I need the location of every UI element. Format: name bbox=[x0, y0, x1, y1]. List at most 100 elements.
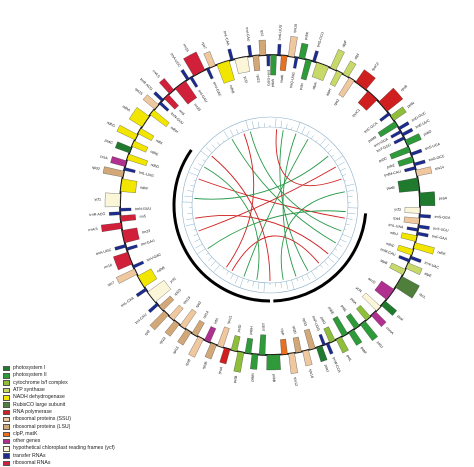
legend-swatch bbox=[3, 402, 10, 408]
gc-tick bbox=[212, 145, 216, 149]
legend-swatch bbox=[3, 395, 10, 401]
gene-label-rpl16: rpl16 bbox=[172, 346, 180, 355]
gene-block-rpoc2 bbox=[356, 70, 376, 90]
gene-block-trnk-uuu bbox=[277, 44, 281, 55]
gene-block-rpl23 bbox=[253, 55, 260, 70]
gc-tick bbox=[195, 239, 200, 242]
legend-swatch bbox=[3, 380, 10, 386]
gene-block-petg bbox=[324, 327, 335, 343]
gc-tick bbox=[217, 142, 220, 145]
gene-block-matk bbox=[280, 55, 287, 70]
gc-track-inner bbox=[192, 127, 348, 283]
gene-label-rps18: rps18 bbox=[308, 369, 314, 379]
gene-block-trns-gcu bbox=[312, 51, 318, 62]
gc-tick bbox=[324, 261, 328, 265]
gene-label-rbcl: rbcL bbox=[418, 292, 426, 299]
gene-block-trni-cau bbox=[247, 45, 252, 56]
gene-label-ycf2: ycf2 bbox=[243, 76, 248, 83]
gc-tick bbox=[348, 196, 353, 197]
gc-tick bbox=[281, 121, 282, 128]
gene-block-rps7 bbox=[204, 51, 216, 67]
gene-label-atpb: atpB bbox=[380, 258, 389, 265]
gc-tick bbox=[258, 122, 259, 128]
gene-label-rpl23: rpl23 bbox=[256, 74, 261, 82]
gene-block-cema bbox=[371, 312, 386, 327]
legend-label: ribosomal proteins (LSU) bbox=[13, 424, 70, 431]
gc-tick bbox=[302, 126, 305, 133]
gene-block-psbz bbox=[398, 156, 414, 166]
gene-label-trni-cau: trnI-CAU bbox=[134, 312, 147, 325]
gene-label-rpl32: rpl32 bbox=[92, 165, 101, 171]
legend-label: hypothetical chloroplast reading frames … bbox=[13, 445, 115, 452]
gene-block-trnl-uaa bbox=[407, 227, 418, 232]
gene-block-trnp-ugg bbox=[319, 334, 326, 345]
gc-tick bbox=[258, 282, 259, 289]
gc-tick bbox=[240, 278, 243, 287]
legend-swatch bbox=[3, 417, 10, 423]
gene-block-petd bbox=[231, 335, 240, 351]
genome-ring-layer: psbAtrnK-UUUmatKrps16trnQ-UUGpsbKpsbItrn… bbox=[88, 24, 451, 387]
gc-tick bbox=[338, 162, 345, 166]
gene-label-rrn23: rrn23 bbox=[142, 229, 151, 235]
gene-block-ndhe bbox=[132, 141, 148, 152]
gene-block-atpi bbox=[343, 61, 356, 77]
gc-tick bbox=[291, 127, 292, 130]
gene-block-ndhh bbox=[150, 110, 169, 127]
gene-block-psbf bbox=[349, 330, 362, 346]
gene-block-rpl14 bbox=[192, 320, 204, 336]
gene-block-rpl32 bbox=[103, 167, 124, 177]
gene-block-trny-gua bbox=[391, 130, 402, 138]
gene-label-petd: petD bbox=[237, 324, 243, 333]
gene-label-psbd: psbD bbox=[423, 129, 433, 136]
gene-label-rpl2: rpl2 bbox=[260, 30, 264, 36]
gene-label-psbz: psbZ bbox=[387, 163, 397, 169]
gene-label-trnf-gaa: trnF-GAA bbox=[432, 234, 448, 241]
gene-block-petn bbox=[391, 107, 407, 121]
gene-label-psbk: psbK bbox=[304, 31, 310, 40]
legend-item-7: RNA polymerase bbox=[3, 409, 163, 416]
gene-block-trnw-cca bbox=[326, 343, 333, 354]
gene-block-rps12 bbox=[289, 353, 298, 374]
gc-tick bbox=[331, 155, 333, 157]
legend-swatch bbox=[3, 373, 10, 379]
gene-block-atpf bbox=[330, 49, 344, 70]
legend-label: NADH dehydrogenase bbox=[13, 394, 65, 401]
gene-block-petb bbox=[234, 352, 244, 373]
gene-block-trns-gga bbox=[419, 214, 430, 218]
gene-label-atpe: atpE bbox=[424, 271, 433, 278]
gene-block-ndhb bbox=[217, 61, 235, 84]
gene-label-atph: atpH bbox=[325, 88, 332, 97]
gc-tick bbox=[340, 239, 346, 242]
gc-tick bbox=[347, 190, 354, 191]
gc-tick bbox=[194, 180, 196, 181]
gene-block-trnm-cau bbox=[399, 255, 410, 262]
gc-tick bbox=[252, 121, 254, 129]
legend-item-1: photosystem I bbox=[3, 365, 163, 372]
gene-block-psbn bbox=[250, 354, 258, 370]
gc-tick bbox=[211, 261, 216, 266]
gene-label-trnw-cca: trnW-CCA bbox=[331, 357, 341, 374]
legend-label: photosystem II bbox=[13, 372, 47, 379]
gene-block-psbj bbox=[360, 321, 377, 341]
gene-label-rrn16: rrn16 bbox=[103, 263, 112, 270]
gc-tick bbox=[223, 268, 224, 270]
gene-label-psbl: psbL bbox=[340, 304, 348, 313]
gc-tick bbox=[194, 229, 196, 230]
gene-block-trnd-guc bbox=[398, 122, 409, 130]
gene-block-trnl-uag bbox=[124, 167, 135, 172]
gc-tick bbox=[206, 147, 212, 152]
gene-label-rps4: rps4 bbox=[393, 216, 400, 221]
gene-label-ndhf: ndhF bbox=[140, 186, 149, 191]
gene-label-trnv-gac: trnV-GAC bbox=[146, 252, 162, 262]
gene-block-psab bbox=[398, 178, 419, 193]
gene-label-rrn16: rrn16 bbox=[182, 43, 189, 52]
gc-tick bbox=[275, 118, 276, 127]
gc-tick bbox=[324, 144, 329, 149]
gene-label-rps11: rps11 bbox=[226, 315, 233, 325]
legend-label: other genes bbox=[13, 438, 40, 445]
gene-label-trnl-uag: trnL-UAG bbox=[139, 170, 155, 178]
repeat-link-14 bbox=[212, 156, 270, 281]
gc-tick bbox=[297, 278, 298, 281]
legend-swatch bbox=[3, 461, 10, 467]
gene-label-rrn4-5: rrn4.5 bbox=[88, 227, 98, 232]
